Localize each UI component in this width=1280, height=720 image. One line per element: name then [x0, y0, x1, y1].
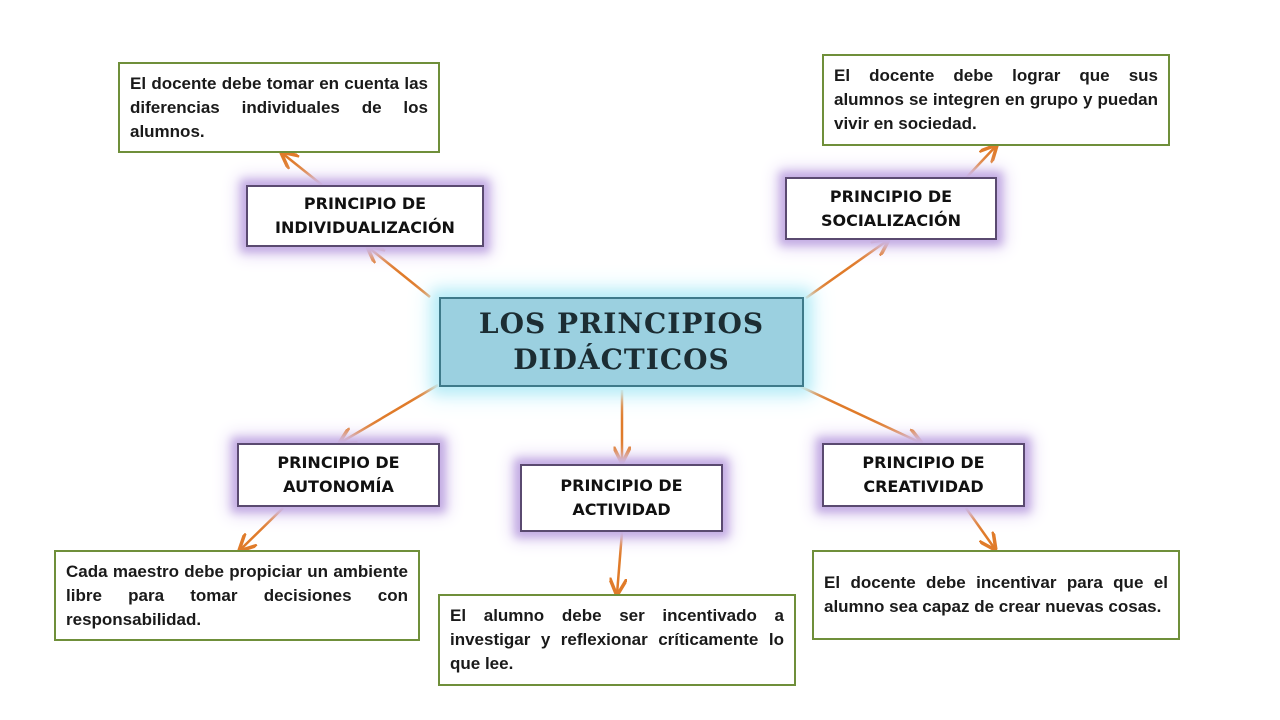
description-actividad-box: El alumno debe ser incentivado a investi…	[438, 594, 796, 686]
description-autonomia-text: Cada maestro debe propiciar un ambiente …	[66, 561, 408, 629]
arrow-individualizacion-to-description	[282, 153, 323, 186]
central-concept-node: LOS PRINCIPIOS DIDÁCTICOS	[439, 297, 804, 387]
principle-individualizacion-node: PRINCIPIO DE INDIVIDUALIZACIÓN	[246, 185, 484, 247]
principle-autonomia-node: PRINCIPIO DE AUTONOMÍA	[237, 443, 440, 507]
description-socializacion-text: El docente debe lograr que sus alumnos s…	[834, 66, 1158, 133]
description-socializacion-box: El docente debe lograr que sus alumnos s…	[822, 54, 1170, 146]
description-individualizacion-text: El docente debe tomar en cuenta las dife…	[130, 73, 428, 141]
arrow-actividad-to-description	[617, 531, 622, 594]
arrow-socializacion-to-description	[965, 146, 996, 179]
principle-creatividad-node: PRINCIPIO DE CREATIVIDAD	[822, 443, 1025, 507]
description-actividad-text: El alumno debe ser incentivado a investi…	[450, 606, 784, 673]
arrow-center-to-autonomia	[340, 383, 439, 443]
principle-individualizacion-label: PRINCIPIO DE INDIVIDUALIZACIÓN	[275, 194, 455, 237]
principle-socializacion-label: PRINCIPIO DE SOCIALIZACIÓN	[820, 186, 962, 230]
arrow-creatividad-to-description	[964, 507, 995, 549]
description-creatividad-box: El docente debe incentivar para que el a…	[812, 550, 1180, 640]
arrow-center-to-socializacion	[805, 240, 888, 300]
description-creatividad-text: El docente debe incentivar para que el a…	[824, 573, 1168, 616]
description-individualizacion-box: El docente debe tomar en cuenta las dife…	[118, 62, 440, 153]
principle-actividad-node: PRINCIPIO DE ACTIVIDAD	[520, 464, 723, 532]
arrow-autonomia-to-description	[240, 507, 284, 550]
central-concept-title: LOS PRINCIPIOS DIDÁCTICOS	[478, 307, 765, 376]
description-autonomia-box: Cada maestro debe propiciar un ambiente …	[54, 550, 420, 641]
principle-socializacion-node: PRINCIPIO DE SOCIALIZACIÓN	[785, 177, 997, 240]
principle-creatividad-label: PRINCIPIO DE CREATIVIDAD	[862, 453, 985, 496]
arrow-center-to-creatividad	[794, 382, 921, 443]
arrow-center-to-individualizacion	[368, 247, 431, 298]
principle-autonomia-label: PRINCIPIO DE AUTONOMÍA	[277, 453, 400, 496]
principle-actividad-label: PRINCIPIO DE ACTIVIDAD	[560, 476, 683, 519]
